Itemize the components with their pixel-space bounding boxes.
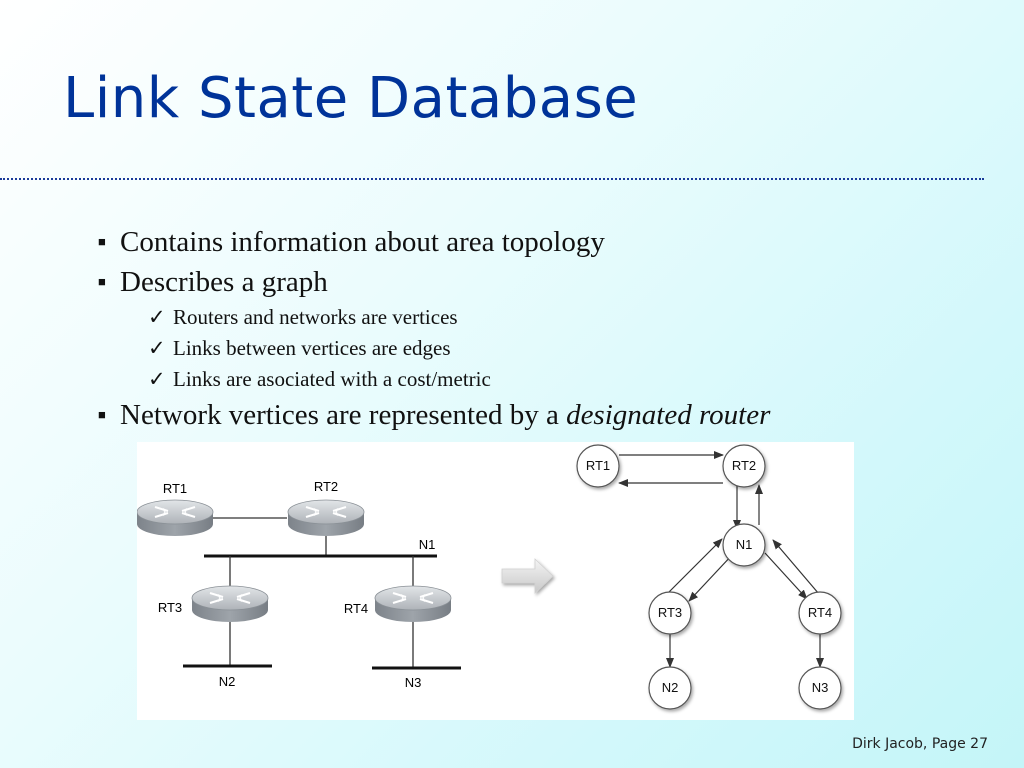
diagram-svg: RT1 RT2 RT3 RT4 N1 N2 N3 [136, 444, 842, 710]
checkmark-icon: ✓ [148, 336, 166, 360]
edge-rt3-n1 [667, 538, 723, 594]
sub-bullet-text: Routers and networks are vertices [173, 305, 458, 329]
n1-node [722, 523, 766, 567]
transform-arrow-icon [501, 558, 554, 594]
rt4-label: RT4 [344, 601, 368, 616]
slide-title: Link State Database [63, 66, 639, 131]
bullet-text: Network vertices are represented by a de… [120, 395, 770, 435]
square-bullet-icon: ■ [98, 407, 106, 422]
sub-bullet-text: Links between vertices are edges [173, 336, 451, 360]
checkmark-icon: ✓ [148, 367, 166, 391]
rt4-node-label: RT4 [808, 605, 832, 620]
rt1-label: RT1 [163, 481, 187, 496]
rt1-node-label: RT1 [586, 458, 610, 473]
edge-n1-rt3 [688, 553, 734, 602]
n3-label: N3 [405, 675, 422, 690]
n3-node-label: N3 [812, 680, 829, 695]
rt2-node [722, 444, 766, 488]
bullet-item: ■ Contains information about area topolo… [98, 222, 605, 262]
rt2-label: RT2 [314, 479, 338, 494]
rt1-router-icon [136, 499, 214, 537]
rt3-node-label: RT3 [658, 605, 682, 620]
checkmark-icon: ✓ [148, 305, 166, 329]
bullet-text: Describes a graph [120, 266, 328, 298]
bullet-list: ■ Contains information about area topolo… [98, 222, 770, 435]
sub-bullet-text: Links are asociated with a cost/metric [173, 367, 491, 391]
square-bullet-icon: ■ [98, 274, 106, 289]
diagram-panel: RT1 RT2 RT3 RT4 N1 N2 N3 [136, 442, 854, 720]
n1-node-label: N1 [736, 537, 753, 552]
rt4-router-icon [374, 585, 452, 623]
bullet-item: ■ Network vertices are represented by a … [98, 395, 770, 435]
n2-label: N2 [219, 674, 236, 689]
graph-representation: RT1 RT2 N1 RT3 RT4 N2 N3 [576, 444, 842, 710]
title-divider [0, 178, 984, 180]
rt3-router-icon [191, 585, 269, 623]
bullet-item: ■ Describes a graph [98, 262, 328, 302]
rt4-node [798, 591, 842, 635]
rt2-router-icon [287, 499, 365, 537]
edge-n1-rt4 [764, 552, 808, 600]
n3-node [798, 666, 842, 710]
n2-node [648, 666, 692, 710]
slide-footer: Dirk Jacob, Page 27 [852, 736, 988, 752]
edge-rt4-n1 [772, 539, 820, 595]
rt1-node [576, 444, 620, 488]
bullet-text-emphasis: designated router [566, 399, 771, 431]
bullet-text-plain: Network vertices are represented by a [120, 399, 567, 431]
network-topology: RT1 RT2 RT3 RT4 N1 N2 N3 [136, 479, 461, 690]
rt3-node [648, 591, 692, 635]
rt3-label: RT3 [158, 600, 182, 615]
bullet-text: Contains information about area topology [120, 226, 605, 258]
n1-label: N1 [419, 537, 436, 552]
rt2-node-label: RT2 [732, 458, 756, 473]
square-bullet-icon: ■ [98, 234, 106, 249]
n2-node-label: N2 [662, 680, 679, 695]
